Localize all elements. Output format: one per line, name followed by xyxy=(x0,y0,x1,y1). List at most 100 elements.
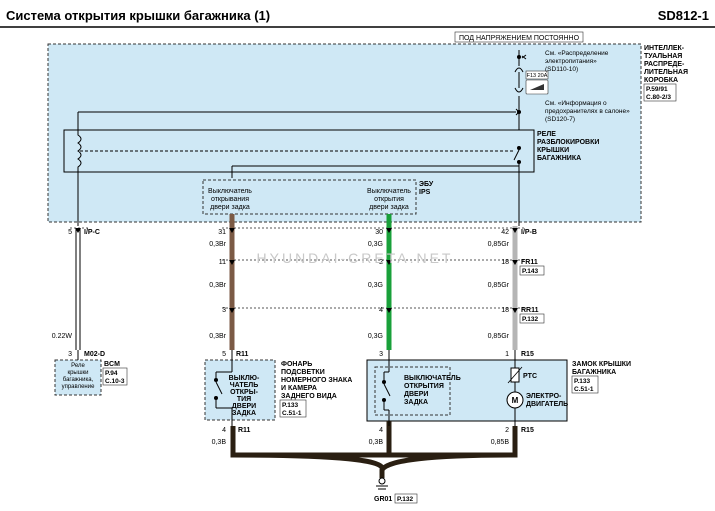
fuse-symbol-top xyxy=(514,67,524,73)
fuse-label-box xyxy=(525,70,549,80)
wire-m4: 0,3B xyxy=(369,439,384,446)
motor-label-1: ЭЛЕКТРО- xyxy=(526,393,562,400)
connector-ipc: I/P-C xyxy=(84,229,100,236)
ecu-name-1: ЭБУ xyxy=(419,181,434,188)
note-power-3: (SD110-10) xyxy=(545,66,578,73)
wire-r1: 0,85Gr xyxy=(488,241,510,248)
ground-join-left xyxy=(232,452,385,478)
relay-contact-arm xyxy=(513,149,520,161)
pin-mark-l11 xyxy=(229,260,235,265)
lamp-switch-label-3: ОТКРЫ- xyxy=(230,389,259,396)
relay-name-4: БАГАЖНИКА xyxy=(537,155,581,162)
wire-r3: 0,85Gr xyxy=(488,333,510,340)
pin-r-1: 1 xyxy=(505,351,509,358)
ground-harness xyxy=(230,426,518,458)
pin-l-11: 11 xyxy=(219,259,226,266)
connector-rr11: RR11 xyxy=(521,307,539,314)
watermark: HYUNDAI-CRETA.NET xyxy=(257,250,454,266)
junction-box-name-1: ИНТЕЛЛЕК- xyxy=(644,45,685,52)
ecu-name-2: IPS xyxy=(419,189,431,196)
lamp-name-2: ПОДСВЕТКИ xyxy=(281,369,325,376)
ecu-right-label-2: открытия xyxy=(374,196,404,203)
relay-name-1: РЕЛЕ xyxy=(537,131,556,138)
junction-box-name-3: РАСПРЕДЕ- xyxy=(644,61,685,68)
connector-r11-top: R11 xyxy=(236,351,249,358)
pin-mark-r18a xyxy=(512,260,518,265)
pin-m-4b: 4 xyxy=(379,427,383,434)
motor-label-2: ДВИГАТЕЛЬ xyxy=(526,401,568,408)
junction-box-ref-1: P.59/91 xyxy=(646,86,668,93)
wire-m3: 0,3G xyxy=(368,333,383,340)
pin-m02d-3: 3 xyxy=(68,351,72,358)
lock-name-2: БАГАЖНИКА xyxy=(572,369,616,376)
pin-l-5: 5 xyxy=(222,351,226,358)
power-node xyxy=(517,55,521,59)
relay-contact-bottom xyxy=(517,160,521,164)
pin-mark-l3 xyxy=(229,308,235,313)
pin-mark-m30 xyxy=(386,228,392,233)
pin-r-42: 42 xyxy=(501,229,509,236)
lock-switch-label-1: ВЫКЛЮЧАТЕЛЬ xyxy=(404,375,461,382)
pin-marks xyxy=(75,228,518,313)
note-fuse-1: См. «Информация о xyxy=(545,100,607,107)
lamp-switch-label-1: ВЫКЛЮ- xyxy=(229,375,260,382)
relay-name-2: РАЗБЛОКИРОВКИ xyxy=(537,139,599,146)
junction-box-name-2: ТУАЛЬНАЯ xyxy=(644,53,682,60)
ecu-right-label-3: двери задка xyxy=(369,204,409,211)
lock-switch-arm xyxy=(383,383,391,397)
wire-r4: 0,85B xyxy=(491,439,510,446)
pin-mark-ipc5 xyxy=(75,228,81,233)
junction-box-name-5: КОРОБКА xyxy=(644,77,678,84)
diagram-title: Система открытия крышки багажника (1) xyxy=(6,8,270,23)
pin-m-4a: 4 xyxy=(379,307,383,314)
wire-l4: 0,3B xyxy=(212,439,227,446)
note-power-2: электропитания» xyxy=(545,58,597,65)
wire-l2: 0,3Br xyxy=(209,282,226,289)
lock-switch-contact-bottom xyxy=(382,398,386,402)
motor-symbol: M xyxy=(512,396,519,405)
pin-m-30: 30 xyxy=(375,229,383,236)
lamp-name-3: НОМЕРНОГО ЗНАКА xyxy=(281,377,352,384)
lock-switch-contact-top xyxy=(382,380,386,384)
wire-l3: 0,3Br xyxy=(209,333,226,340)
pin-l-31: 31 xyxy=(218,229,226,236)
connector-r15-bot: R15 xyxy=(521,427,534,434)
relay-coil xyxy=(77,112,82,226)
rr11-ref-box xyxy=(519,313,545,324)
lock-switch-label-3: ДВЕРИ xyxy=(404,391,428,398)
lock-ref-1: P.133 xyxy=(574,378,591,385)
lamp-ref-2: C.51-1 xyxy=(282,410,302,417)
lamp-name-4: И КАМЕРА xyxy=(281,385,317,392)
pin-r-18b: 18 xyxy=(501,307,509,314)
fuse-symbol-bottom xyxy=(514,87,524,93)
rr11-ref: P.132 xyxy=(522,316,539,323)
pin-r-18a: 18 xyxy=(501,259,509,266)
pin-l-4: 4 xyxy=(222,427,226,434)
fr11-ref-box xyxy=(519,265,545,276)
ground-ref-box xyxy=(394,493,418,504)
bcm-ref-2: C.10-3 xyxy=(105,378,125,385)
wire-l1: 0,3Br xyxy=(209,241,226,248)
wire-r2: 0,85Gr xyxy=(488,282,510,289)
lamp-ref-1: P.133 xyxy=(282,402,299,409)
pin-m-3: 3 xyxy=(379,351,383,358)
lamp-switch-label-5: ДВЕРИ xyxy=(232,403,256,410)
ground-ref: P.132 xyxy=(397,496,414,503)
fuse-feed-arrow xyxy=(515,108,520,116)
pin-mark-l31 xyxy=(229,228,235,233)
lock-switch-label-2: ОТКРЫТИЯ xyxy=(404,383,444,390)
junction-box-ref-2: C.80-2/3 xyxy=(646,94,671,101)
lamp-ref-box xyxy=(279,399,307,418)
hot-label: ПОД НАПРЯЖЕНИЕМ ПОСТОЯННО xyxy=(459,35,580,42)
lock-box xyxy=(366,359,568,422)
junction-box-ref-box xyxy=(643,83,677,102)
lamp-name-5: ЗАДНЕГО ВИДА xyxy=(281,393,337,400)
ptc-label: PTC xyxy=(523,373,537,380)
pin-l-3: 3 xyxy=(222,307,226,314)
hot-label-box xyxy=(454,31,584,43)
bcm-label-1: Реле xyxy=(71,363,85,369)
relay-contact-top xyxy=(517,146,521,150)
bcm-name: BCM xyxy=(104,361,120,368)
